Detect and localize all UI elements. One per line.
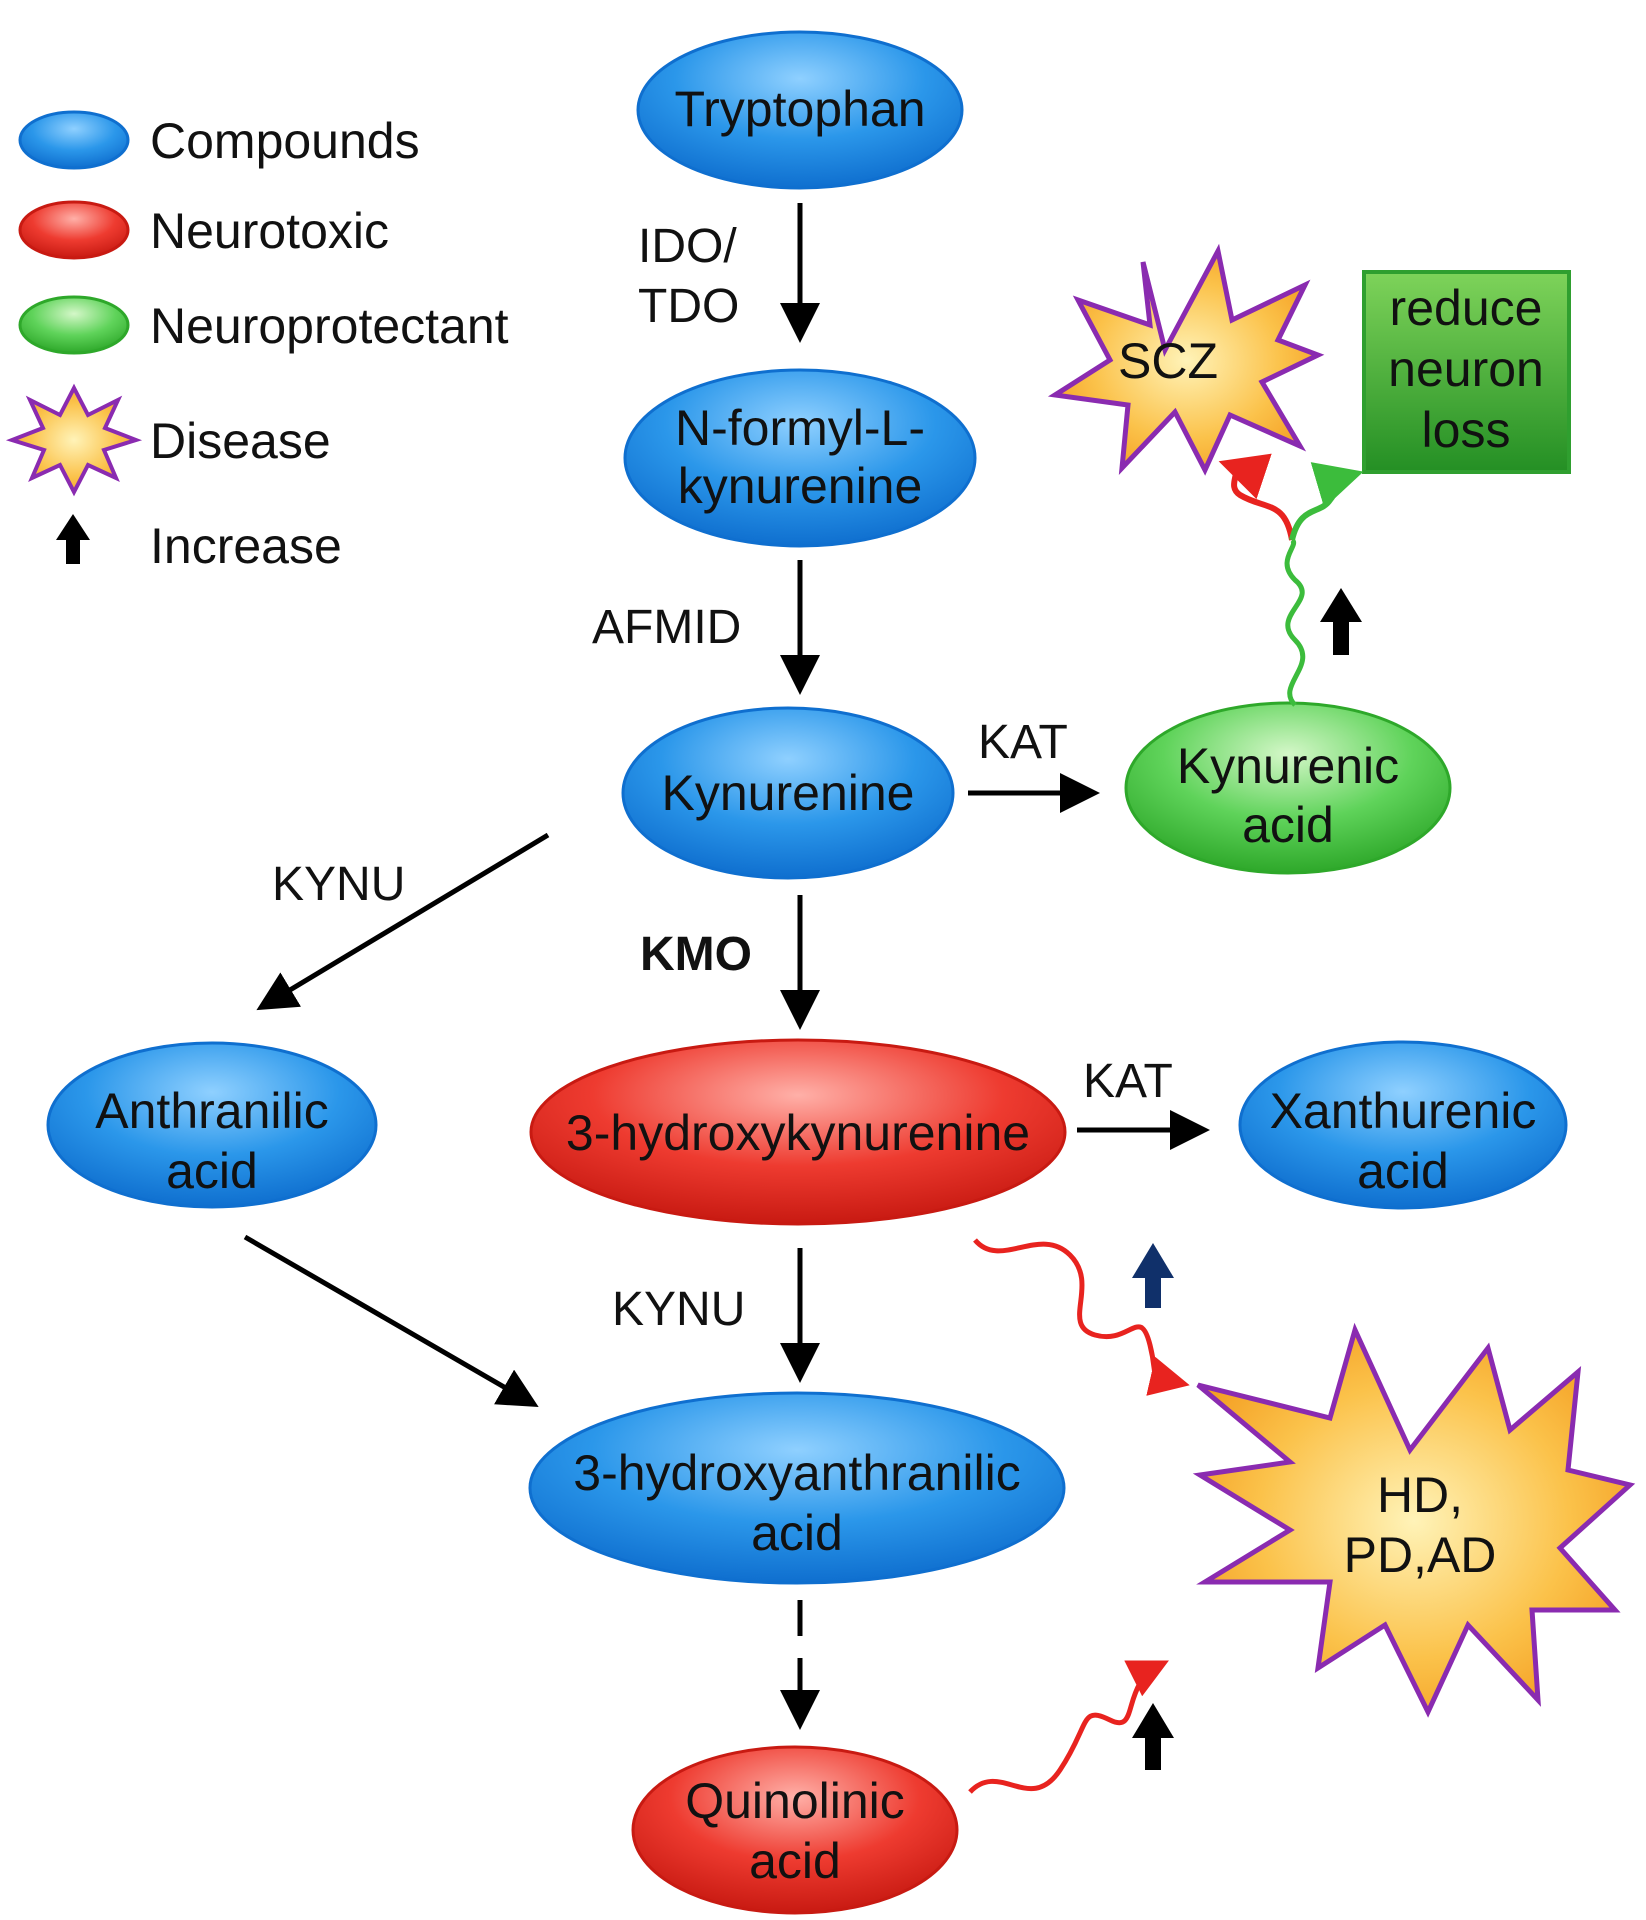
enzyme-afmid-label: AFMID [592, 601, 741, 654]
outcome-line1: reduce [1390, 280, 1543, 336]
increase-arrow-xanthurenic-icon [1132, 1243, 1174, 1308]
node-xanthurenic-acid: Xanthurenic acid [1238, 1040, 1568, 1210]
node-anthranilic-acid: Anthranilic acid [46, 1041, 378, 1209]
node-kynurenine: Kynurenine [621, 706, 955, 880]
legend-compounds-label: Compounds [150, 113, 420, 169]
legend-disease-star-icon [5, 383, 143, 497]
node-3-hydroxykynurenine-label: 3-hydroxykynurenine [566, 1105, 1030, 1161]
disease-hd-pd-ad: HD, PD,AD [1192, 1322, 1636, 1718]
node-xanthurenic-acid-line2: acid [1357, 1143, 1449, 1199]
enzyme-tdo-label: TDO [638, 280, 739, 333]
legend-increase-label: Increase [150, 518, 342, 574]
enzyme-kynu-1-label: KYNU [272, 858, 405, 911]
disease-scz: SCZ [1047, 243, 1325, 476]
wavy-arrow-quinolinic-to-disease [968, 1660, 1169, 1794]
node-xanthurenic-acid-line1: Xanthurenic [1270, 1083, 1537, 1139]
disease-scz-label: SCZ [1118, 333, 1218, 389]
node-3-hydroxyanthranilic-acid-line2: acid [751, 1505, 843, 1561]
node-n-formyl-label-line2: kynurenine [678, 458, 923, 514]
enzyme-ido-label: IDO/ [638, 220, 737, 273]
node-tryptophan: Tryptophan [636, 30, 964, 190]
arrow-kynurenine-to-anthranilic [256, 832, 550, 1011]
enzyme-kmo-label: KMO [640, 928, 752, 981]
arrow-anthranilic-to-3haa [243, 1234, 539, 1408]
outcome-reduce-neuron-loss: reduce neuron loss [1362, 270, 1571, 474]
legend-neuroprotectant-swatch [18, 295, 130, 355]
node-tryptophan-label: Tryptophan [674, 81, 925, 137]
disease-hd-line2: PD,AD [1344, 1527, 1497, 1583]
node-kynurenic-acid-line1: Kynurenic [1177, 738, 1399, 794]
increase-arrow-quinolinic-icon [1132, 1703, 1174, 1770]
node-kynurenic-acid: Kynurenic acid [1124, 701, 1452, 875]
enzyme-kat-2-label: KAT [1083, 1055, 1173, 1108]
legend-neurotoxic-swatch [18, 200, 130, 260]
disease-hd-line1: HD, [1377, 1467, 1463, 1523]
outcome-line2: neuron [1388, 341, 1544, 397]
node-kynurenine-label: Kynurenine [662, 765, 915, 821]
node-kynurenic-acid-line2: acid [1242, 797, 1334, 853]
outcome-line3: loss [1422, 402, 1511, 458]
disease-hd-pd-ad-star-icon [1192, 1322, 1636, 1718]
wavy-arrow-3hk-to-disease [973, 1238, 1190, 1396]
enzyme-kat-1-label: KAT [978, 716, 1068, 769]
legend: Compounds Neurotoxic Neuroprotectant Dis… [5, 110, 509, 574]
node-anthranilic-acid-line2: acid [166, 1143, 258, 1199]
increase-arrow-kynurenic-acid-icon [1320, 588, 1362, 655]
legend-increase-arrow-icon [56, 514, 90, 564]
branch-arrow-to-reduce-neuron-loss [1289, 462, 1364, 541]
wavy-stem-kynurenic-acid [1284, 537, 1306, 707]
legend-compound-swatch [18, 110, 130, 170]
node-quinolinic-acid-line1: Quinolinic [685, 1773, 905, 1829]
branch-arrow-to-scz [1218, 453, 1295, 541]
legend-neuroprotectant-label: Neuroprotectant [150, 298, 509, 354]
legend-neurotoxic-label: Neurotoxic [150, 203, 389, 259]
node-quinolinic-acid-line2: acid [749, 1833, 841, 1889]
node-3-hydroxykynurenine: 3-hydroxykynurenine [529, 1038, 1067, 1226]
node-3-hydroxyanthranilic-acid: 3-hydroxyanthranilic acid [528, 1391, 1066, 1585]
enzyme-kynu-2-label: KYNU [612, 1283, 745, 1336]
node-quinolinic-acid: Quinolinic acid [631, 1745, 959, 1915]
disease-scz-star-icon [1047, 243, 1325, 476]
node-n-formyl-l-kynurenine: N-formyl-L- kynurenine [623, 368, 977, 548]
node-n-formyl-label-line1: N-formyl-L- [675, 400, 925, 456]
node-3-hydroxyanthranilic-acid-line1: 3-hydroxyanthranilic [573, 1445, 1020, 1501]
legend-disease-label: Disease [150, 413, 331, 469]
node-anthranilic-acid-line1: Anthranilic [95, 1083, 328, 1139]
